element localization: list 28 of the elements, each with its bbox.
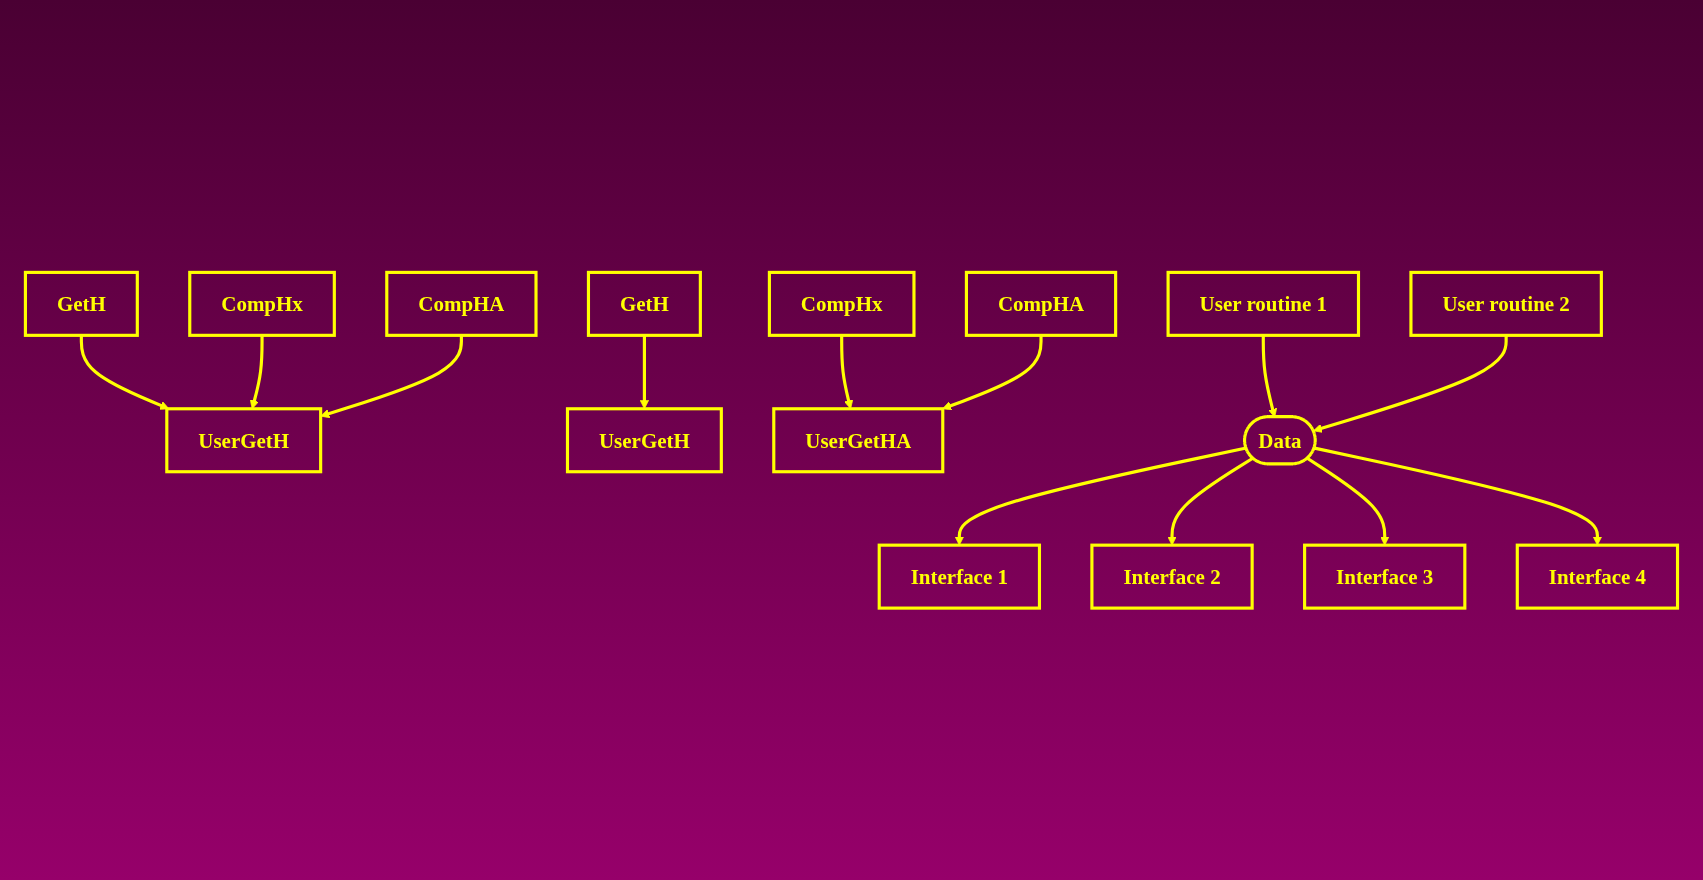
- node-box: CompHx: [767, 270, 916, 337]
- node-box: CompHA: [964, 270, 1118, 337]
- arrow: [320, 335, 463, 418]
- arrow: [1306, 456, 1390, 546]
- node-box: UserGetHA: [772, 406, 945, 474]
- arrow: [1261, 335, 1278, 418]
- arrow: [639, 335, 650, 409]
- node-box: User routine 2: [1409, 270, 1603, 337]
- node-box: UserGetH: [565, 406, 723, 474]
- node-box: CompHx: [188, 270, 336, 337]
- node-box: UserGetH: [165, 406, 323, 474]
- node-box: GetH: [23, 270, 139, 337]
- arrow: [1167, 456, 1254, 546]
- arrow: [954, 446, 1247, 546]
- node-box: CompHA: [385, 270, 538, 337]
- arrow: [942, 335, 1043, 410]
- node-box: Interface 1: [877, 543, 1042, 610]
- arrow: [249, 335, 264, 409]
- node-box: User routine 1: [1166, 270, 1361, 337]
- node-box: Interface 3: [1303, 543, 1467, 610]
- arrow: [1313, 335, 1508, 433]
- arrow: [79, 335, 170, 410]
- node-text: Data: [1258, 428, 1302, 452]
- arrow: [1314, 446, 1603, 546]
- arrow: [840, 335, 854, 409]
- node-box: GetH: [586, 270, 702, 337]
- node-box: Interface 2: [1090, 543, 1254, 610]
- node-box: Interface 4: [1515, 543, 1680, 610]
